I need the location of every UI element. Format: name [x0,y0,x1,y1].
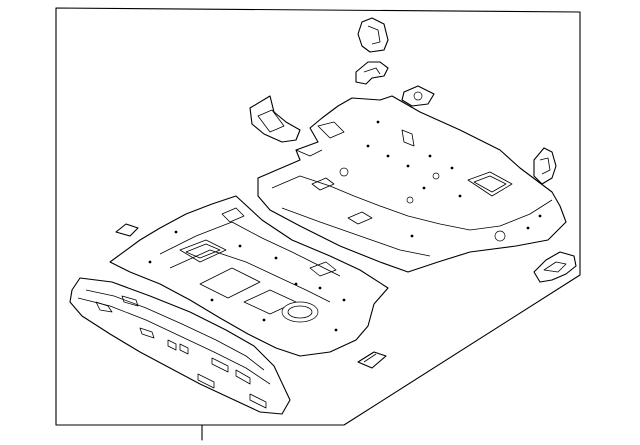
right-lower-bracket [533,251,577,283]
rear-floor-pan [257,95,567,273]
upper-bracket [357,17,389,53]
lower-bracket [355,61,389,85]
small-pad-right [357,351,387,369]
center-floor-pan [109,195,389,357]
right-side-bracket [533,147,557,185]
left-wheelhouse-bracket [249,95,301,143]
small-pad-left [115,223,139,237]
rear-crossmember [69,277,291,415]
diagram-frame [55,7,581,441]
small-plate [401,85,435,107]
